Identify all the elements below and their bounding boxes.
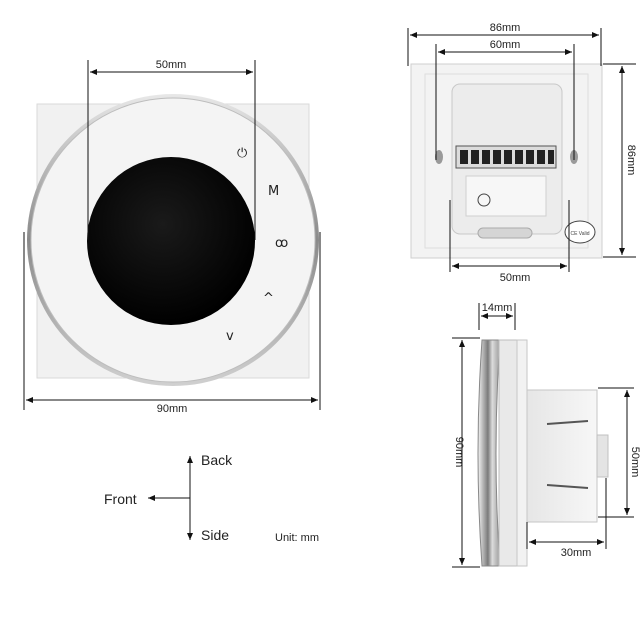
power-button-icon[interactable]: ⏻	[237, 146, 247, 161]
side-depth-label: 30mm	[561, 547, 592, 559]
back-width-top-label: 86mm	[490, 22, 521, 34]
side-thickness-label: 14mm	[482, 302, 513, 314]
front-display	[87, 157, 255, 325]
side-face-body	[498, 339, 518, 567]
side-view: 14mm 90mm 50mm 30mm	[452, 302, 641, 568]
back-width-bottom-label: 50mm	[500, 272, 531, 284]
back-mount-hole-left	[435, 150, 443, 164]
up-button-icon[interactable]: ^	[263, 291, 274, 306]
back-width-mid-label: 60mm	[490, 39, 521, 51]
down-button-icon[interactable]: v	[226, 329, 234, 344]
back-view: CE Valid 86mm 60mm 50mm 86mm	[407, 22, 637, 284]
back-stamp-label: CE Valid	[570, 231, 589, 237]
side-slot-bottom	[546, 484, 589, 489]
orientation-key: Back Front Side Unit: mm	[104, 452, 319, 544]
front-view: ⏻ M ꝏ ^ v 50mm 90mm	[23, 59, 321, 415]
side-box-height-label: 50mm	[629, 447, 641, 478]
side-back-box	[526, 389, 598, 523]
back-stamp	[564, 220, 596, 244]
back-terminal-screws	[460, 150, 554, 164]
front-width-bottom-label: 90mm	[157, 403, 188, 415]
back-height-label: 86mm	[625, 145, 637, 176]
side-bezel	[477, 339, 501, 567]
orient-side-label: Side	[201, 527, 229, 543]
fan-button-icon[interactable]: ꝏ	[275, 236, 288, 251]
side-mount-plate	[516, 339, 528, 567]
side-slot-top	[546, 420, 589, 425]
side-height-label: 90mm	[453, 437, 465, 468]
front-width-top-label: 50mm	[156, 59, 187, 71]
back-slot	[477, 227, 533, 239]
back-label-icon	[477, 193, 491, 207]
orient-back-label: Back	[201, 452, 233, 468]
orient-front-label: Front	[104, 491, 137, 507]
side-back-nub	[596, 434, 609, 478]
back-inner-frame	[424, 73, 589, 249]
back-label-area	[465, 175, 547, 217]
mode-button-icon[interactable]: M	[268, 184, 279, 199]
unit-label: Unit: mm	[275, 532, 319, 544]
